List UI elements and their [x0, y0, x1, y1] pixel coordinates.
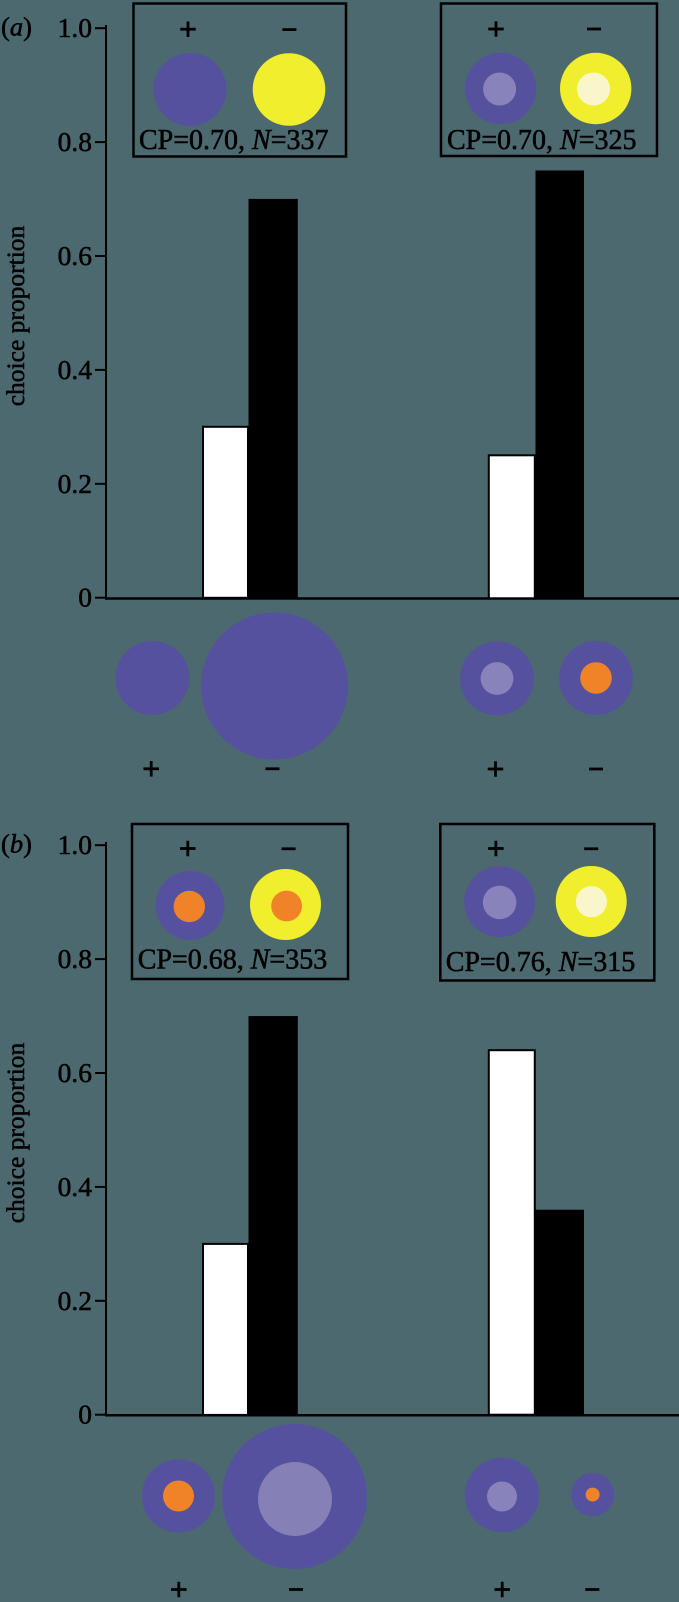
svg-text:0.2: 0.2 — [58, 1285, 92, 1316]
svg-text:CP=0.70, N=325: CP=0.70, N=325 — [447, 125, 637, 156]
svg-text:choice proportion: choice proportion — [1, 225, 30, 406]
svg-text:0.8: 0.8 — [58, 943, 92, 974]
svg-text:CP=0.70, N=337: CP=0.70, N=337 — [139, 125, 329, 156]
svg-text:0.4: 0.4 — [58, 1171, 93, 1202]
svg-text:0.6: 0.6 — [58, 1057, 92, 1088]
svg-text:0: 0 — [78, 1399, 92, 1430]
svg-text:0.8: 0.8 — [58, 126, 92, 157]
svg-text:0.4: 0.4 — [58, 354, 93, 385]
svg-text:(b): (b) — [1, 828, 32, 858]
svg-text:(a): (a) — [1, 12, 32, 42]
svg-text:CP=0.76, N=315: CP=0.76, N=315 — [446, 947, 636, 978]
svg-text:0: 0 — [78, 582, 92, 613]
svg-text:choice proportion: choice proportion — [1, 1042, 30, 1223]
svg-text:0.6: 0.6 — [58, 240, 92, 271]
svg-text:1.0: 1.0 — [58, 12, 92, 43]
svg-text:CP=0.68, N=353: CP=0.68, N=353 — [138, 944, 328, 975]
svg-text:1.0: 1.0 — [58, 829, 92, 860]
svg-text:0.2: 0.2 — [58, 468, 92, 499]
